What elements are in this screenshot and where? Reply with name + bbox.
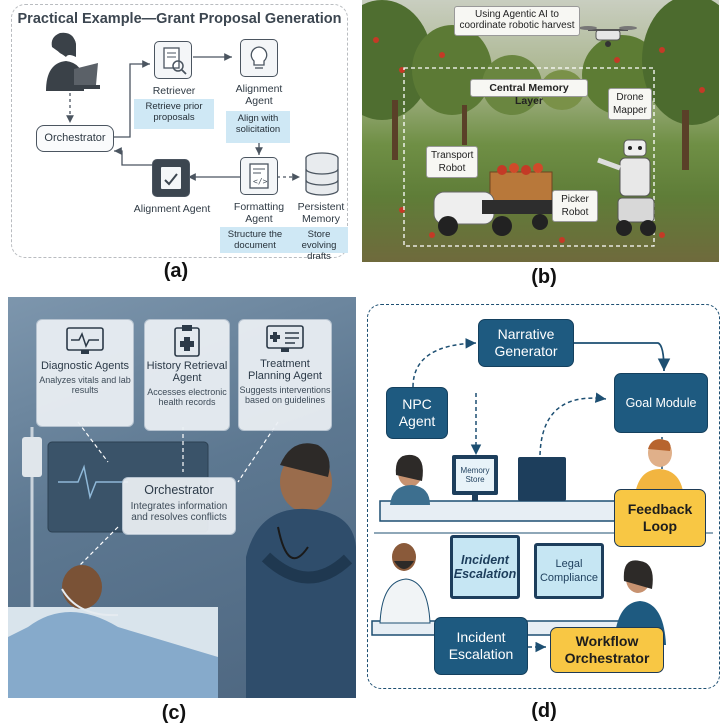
- treatment-planning-desc: Suggests interventions based on guidelin…: [239, 385, 331, 405]
- workflow-orchestrator-box: Workflow Orchestrator: [550, 627, 664, 673]
- goal-module-box: Goal Module: [614, 373, 708, 433]
- orchestrator-box: Orchestrator: [36, 125, 114, 152]
- orchestrator-card: Orchestrator Integrates information and …: [122, 477, 236, 535]
- orchestrator-card-desc: Integrates information and resolves conf…: [130, 501, 228, 523]
- treatment-planning-title: Treatment Planning Agent: [247, 358, 322, 382]
- history-retrieval-title: History Retrieval Agent: [146, 360, 228, 384]
- history-retrieval-desc: Accesses electronic health records: [147, 387, 227, 407]
- database-icon: [305, 152, 339, 196]
- lightbulb-icon: [240, 39, 278, 77]
- caption-b: (b): [531, 266, 557, 288]
- transport-robot-icon: [433, 163, 553, 236]
- panel-d-agent-workflow-illustration: Narrative Generator NPC Agent Goal Modul…: [367, 304, 720, 689]
- panel-a-title: Practical Example—Grant Proposal Generat…: [17, 11, 342, 27]
- user-laptop-icon: [46, 32, 100, 91]
- panel-a-connectors: [66, 53, 300, 181]
- formatting-task-note: Structure the document: [220, 227, 290, 253]
- history-retrieval-card: History Retrieval Agent Accesses electro…: [144, 319, 230, 431]
- svg-text:</>: </>: [253, 177, 268, 186]
- drone-mapper-label: Drone Mapper: [608, 88, 652, 120]
- picker-robot-icon: [597, 139, 656, 236]
- retriever-task-note: Retrieve prior proposals: [134, 99, 214, 129]
- vitals-monitor-icon: [66, 327, 104, 354]
- memory-store-screen: Memory Store: [460, 466, 490, 484]
- legal-compliance-screen: Legal Compliance: [534, 543, 604, 599]
- code-document-icon: </>: [240, 157, 278, 195]
- caption-c: (c): [161, 702, 187, 724]
- checklist-icon: [152, 159, 190, 197]
- treatment-plan-screen-icon: [266, 325, 304, 352]
- feedback-loop-box: Feedback Loop: [614, 489, 706, 547]
- npc-agent-box: NPC Agent: [386, 387, 448, 439]
- persistent-memory-label: Persistent Memory: [297, 201, 345, 225]
- alignment-agent-bottom-label: Alignment Agent: [133, 203, 211, 215]
- bearded-man-figure: [379, 543, 431, 624]
- diagnostic-agents-desc: Analyzes vitals and lab results: [39, 375, 131, 395]
- incident-escalation-box: Incident Escalation: [434, 617, 528, 675]
- caption-d: (d): [531, 700, 557, 722]
- alignment-agent-top-label: Alignment Agent: [235, 83, 283, 107]
- medical-clipboard-icon: [174, 325, 200, 357]
- panel-a-grant-proposal-diagram: Practical Example—Grant Proposal Generat…: [11, 4, 348, 262]
- caption-a: (a): [163, 260, 189, 282]
- panel-b-orchard-robots-image: Using Agentic AI to coordinate robotic h…: [362, 0, 719, 262]
- transport-robot-label: Transport Robot: [426, 146, 478, 178]
- memory-task-note: Store evolving drafts: [290, 227, 348, 262]
- drone-icon: [579, 26, 637, 47]
- orchestrator-card-title: Orchestrator: [144, 483, 214, 497]
- diagnostic-agents-title: Diagnostic Agents: [40, 360, 130, 372]
- picker-robot-label: Picker Robot: [552, 190, 598, 222]
- narrative-generator-box: Narrative Generator: [478, 319, 574, 367]
- diagnostic-agents-card: Diagnostic Agents Analyzes vitals and la…: [36, 319, 134, 427]
- orchard-scene: [362, 0, 719, 247]
- document-search-icon: [154, 41, 192, 79]
- harvest-banner: Using Agentic AI to coordinate robotic h…: [454, 6, 580, 36]
- panel-d-scene: [371, 338, 713, 653]
- central-memory-layer-label: Central Memory Layer: [470, 79, 588, 107]
- alignment-task-note: Align with solicitation: [226, 111, 290, 143]
- formatting-agent-label: Formatting Agent: [233, 201, 285, 225]
- treatment-planning-card: Treatment Planning Agent Suggests interv…: [238, 319, 332, 431]
- panel-c-hospital-agents-image: Diagnostic Agents Analyzes vitals and la…: [8, 297, 356, 698]
- woman-at-desk-figure: [390, 454, 430, 505]
- incident-escalation-screen: Incident Escalation: [450, 535, 520, 599]
- hospital-scene: [8, 421, 356, 698]
